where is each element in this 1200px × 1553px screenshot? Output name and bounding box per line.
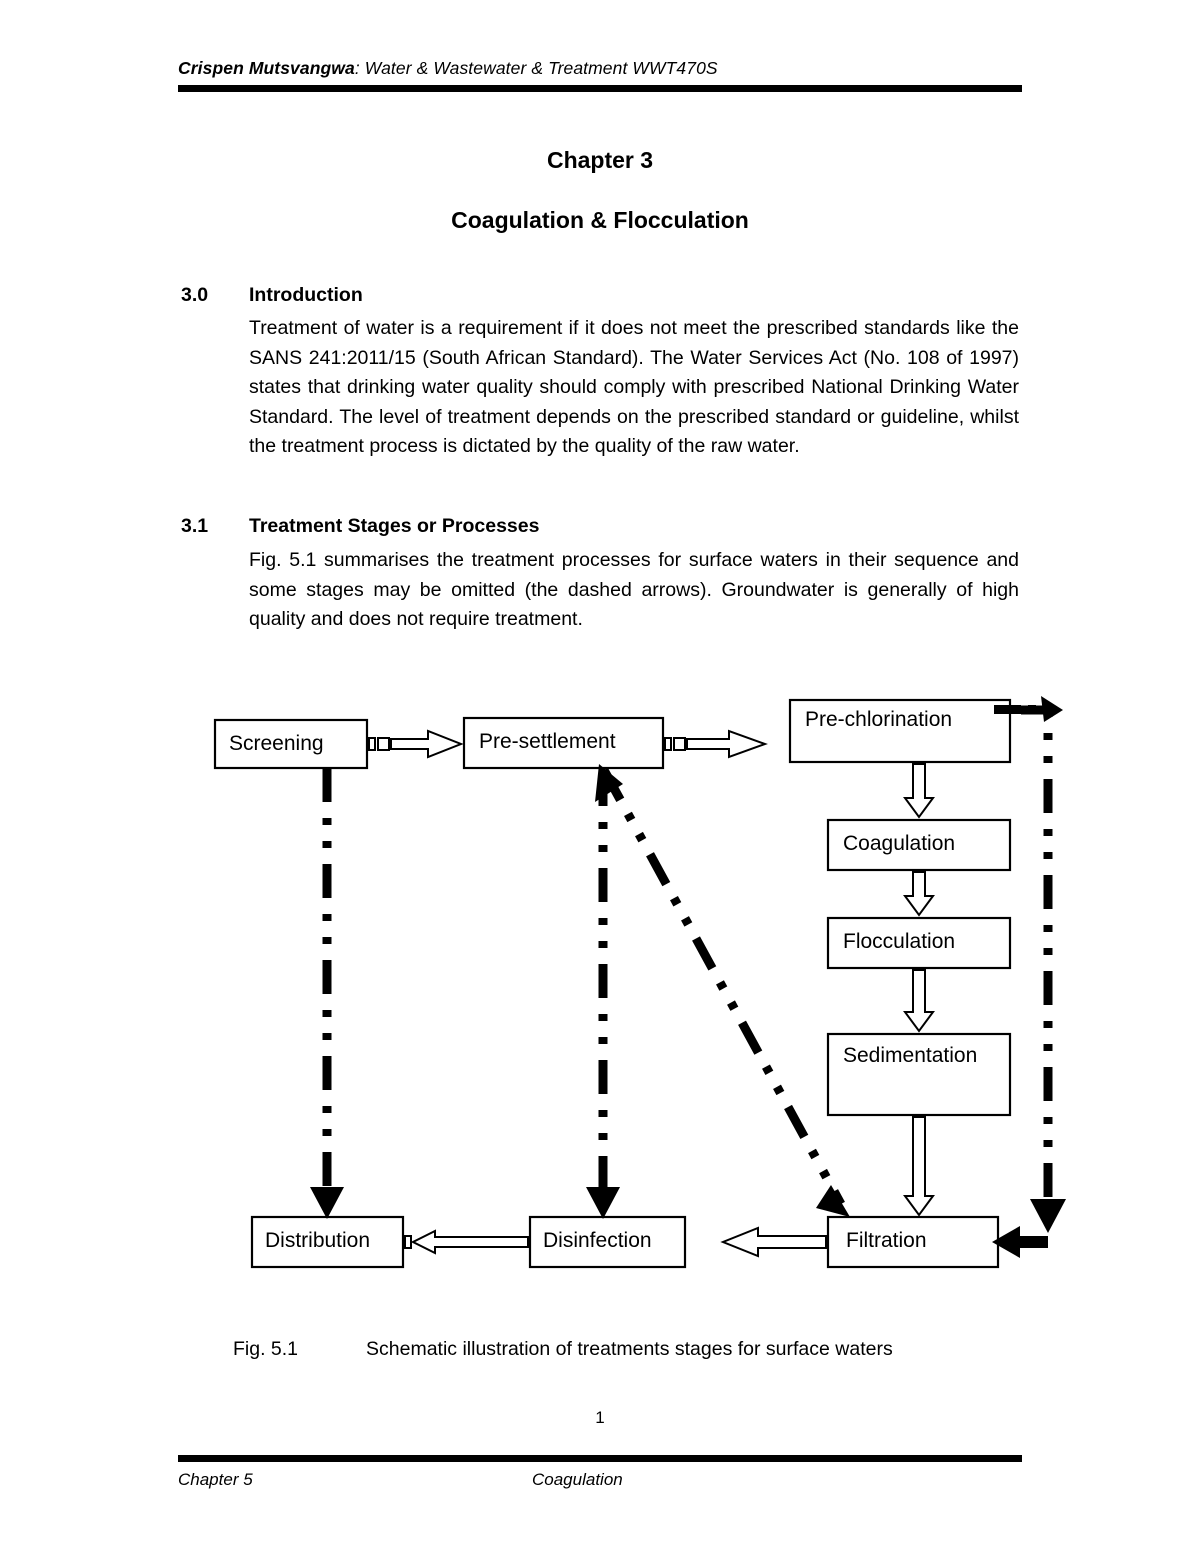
figure-caption-number: Fig. 5.1	[233, 1338, 299, 1360]
section-number-intro: 3.0	[181, 284, 209, 306]
arrow-sedimentation-to-filtration	[903, 1116, 935, 1217]
arrowhead-into-pre-settlement	[595, 764, 623, 802]
page-number: 1	[595, 1408, 605, 1427]
bypass-pre-chlorination-to-filtration	[1021, 705, 1053, 1200]
box-sedimentation[interactable]	[826, 1032, 1012, 1117]
page-header: Crispen Mutsvangwa: Water & Wastewater &…	[178, 58, 1022, 92]
bypass-start-tick	[994, 705, 1021, 714]
label-disinfection: Disinfection	[543, 1229, 652, 1252]
section-heading-intro: Introduction	[249, 284, 363, 306]
arrowhead-into-disinfection	[586, 1187, 620, 1219]
arrowhead-right-loop-top	[1041, 696, 1063, 722]
arrowhead-into-filtration-diagonal	[816, 1185, 850, 1217]
section-number-stages: 3.1	[181, 515, 209, 537]
figure-caption-text: Schematic illustration of treatments sta…	[366, 1338, 893, 1360]
arrow-tail-tick-b1	[664, 737, 672, 751]
footer-rule	[178, 1455, 1022, 1462]
arrow-screening-to-pre-settlement	[390, 729, 464, 759]
label-sedimentation: Sedimentation	[843, 1044, 978, 1067]
arrow-tail-tick-c1	[404, 1235, 412, 1249]
label-flocculation: Flocculation	[843, 930, 956, 953]
arrowhead-right-loop-v	[1030, 1199, 1066, 1233]
label-screening: Screening	[229, 732, 324, 755]
bypass-pre-settlement-to-filtration	[600, 767, 845, 1207]
box-pre-settlement[interactable]	[462, 716, 665, 770]
diagram-canvas	[213, 696, 1066, 1269]
box-coagulation[interactable]	[826, 818, 1012, 872]
section-body-stages: Fig. 5.1 summarises the treatment proces…	[249, 549, 1019, 630]
arrow-tail-tick-b2	[673, 737, 686, 751]
header-course-line: Crispen Mutsvangwa: Water & Wastewater &…	[178, 58, 1022, 79]
arrow-tail-tick-a2	[377, 737, 390, 751]
section-heading-stages: Treatment Stages or Processes	[249, 515, 540, 537]
arrowhead-into-distribution	[310, 1187, 344, 1219]
process-flow-diagram: Screening Pre-settlement Pre-chlorinatio…	[195, 680, 1095, 1300]
label-filtration: Filtration	[846, 1229, 927, 1252]
diagram-solid-arrows	[368, 729, 935, 1258]
footer-chapter: Chapter 5	[178, 1470, 253, 1489]
box-pre-chlorination[interactable]	[788, 698, 1012, 764]
arrow-coagulation-to-flocculation	[903, 871, 935, 917]
diagram-bypass-arrowheads	[310, 696, 1066, 1258]
header-author: Crispen Mutsvangwa	[178, 58, 355, 78]
diagram-boxes	[213, 698, 1012, 1269]
bypass-start-dot	[1028, 705, 1036, 714]
figure-caption: Fig. 5.1 Schematic illustration of treatm…	[233, 1338, 893, 1361]
footer-topic: Coagulation	[532, 1470, 623, 1489]
box-flocculation[interactable]	[826, 916, 1012, 970]
section-body-intro: Treatment of water is a requirement if i…	[249, 317, 1019, 457]
arrow-flocculation-to-sedimentation	[903, 969, 935, 1033]
document-title: Coagulation & Flocculation	[451, 207, 749, 233]
box-filtration[interactable]	[826, 1215, 1000, 1269]
chapter-title: Chapter 3	[546, 147, 654, 173]
header-course: : Water & Wastewater & Treatment WWT470S	[354, 58, 718, 78]
box-distribution[interactable]	[250, 1215, 405, 1269]
label-coagulation: Coagulation	[843, 832, 956, 855]
arrow-disinfection-to-distribution	[410, 1229, 529, 1255]
box-disinfection[interactable]	[528, 1215, 687, 1269]
arrow-pre-settlement-to-pre-chlorination	[686, 729, 768, 759]
label-pre-chlorination: Pre-chlorination	[805, 708, 953, 731]
box-screening[interactable]	[213, 718, 369, 770]
label-pre-settlement: Pre-settlement	[479, 730, 616, 753]
arrow-tail-tick-a1	[368, 737, 376, 751]
arrow-filtration-to-disinfection	[720, 1226, 827, 1258]
label-distribution: Distribution	[265, 1229, 371, 1252]
arrow-pre-chlorination-to-coagulation	[903, 763, 935, 819]
arrowhead-into-filtration-right	[992, 1226, 1048, 1258]
header-rule	[178, 85, 1022, 92]
